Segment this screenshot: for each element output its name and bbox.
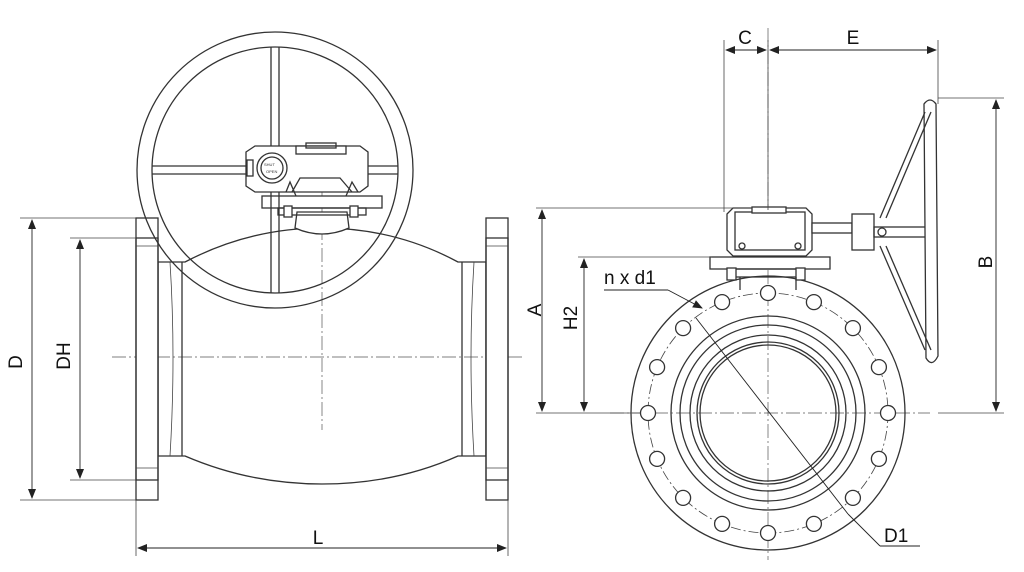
label-n-x-d1: n x d1 <box>604 268 656 289</box>
gearbox-end <box>726 206 813 257</box>
svg-text:OPEN: OPEN <box>266 169 277 174</box>
label-dh: DH <box>54 342 75 369</box>
handwheel-side <box>879 99 939 364</box>
label-c: C <box>738 28 752 49</box>
dimension-b: B <box>938 97 1004 414</box>
bolt-hole <box>844 489 862 507</box>
end-flange <box>630 275 906 551</box>
end-view: C E A H2 B n <box>525 28 1004 560</box>
label-h2: H2 <box>561 306 582 330</box>
bolt-hole <box>844 319 862 337</box>
bolt-hole <box>648 450 666 468</box>
bolt-hole <box>759 284 777 302</box>
bolt-hole <box>805 515 823 533</box>
label-a: A <box>525 303 546 316</box>
bolt-hole <box>870 358 888 376</box>
label-e: E <box>847 28 860 49</box>
dimension-l: L <box>135 500 509 556</box>
bolt-hole <box>639 404 657 422</box>
bolt-hole <box>713 293 731 311</box>
input-shaft <box>811 213 933 251</box>
dimension-h2: H2 <box>561 256 712 412</box>
gearbox-side: SHUT OPEN <box>245 142 369 197</box>
dimension-a: A <box>525 207 752 414</box>
dimension-e: E <box>769 28 939 104</box>
neck-and-mount-side <box>261 195 383 235</box>
label-d1: D1 <box>884 526 908 547</box>
dimension-n-x-d1: n x d1 <box>604 268 703 309</box>
bolt-hole <box>674 489 692 507</box>
bolt-hole <box>879 404 897 422</box>
dimension-dh: DH <box>54 237 136 481</box>
bolt-hole <box>674 319 692 337</box>
dimension-d: D <box>6 217 136 501</box>
bolt-hole <box>870 450 888 468</box>
label-d: D <box>6 355 27 369</box>
dimension-d1: D1 <box>695 317 920 547</box>
side-view: SHUT OPEN D DH L <box>6 31 525 556</box>
bolt-hole <box>713 515 731 533</box>
neck-and-mount-end <box>709 256 831 290</box>
bolt-hole <box>648 358 666 376</box>
bolt-hole <box>805 293 823 311</box>
svg-text:SHUT: SHUT <box>264 162 275 167</box>
dimension-c: C <box>723 28 769 212</box>
bolt-hole <box>759 524 777 542</box>
right-flange <box>485 217 509 501</box>
label-l: L <box>313 528 324 549</box>
bolt-holes <box>639 284 897 542</box>
left-flange <box>135 217 159 501</box>
label-b: B <box>976 256 997 269</box>
